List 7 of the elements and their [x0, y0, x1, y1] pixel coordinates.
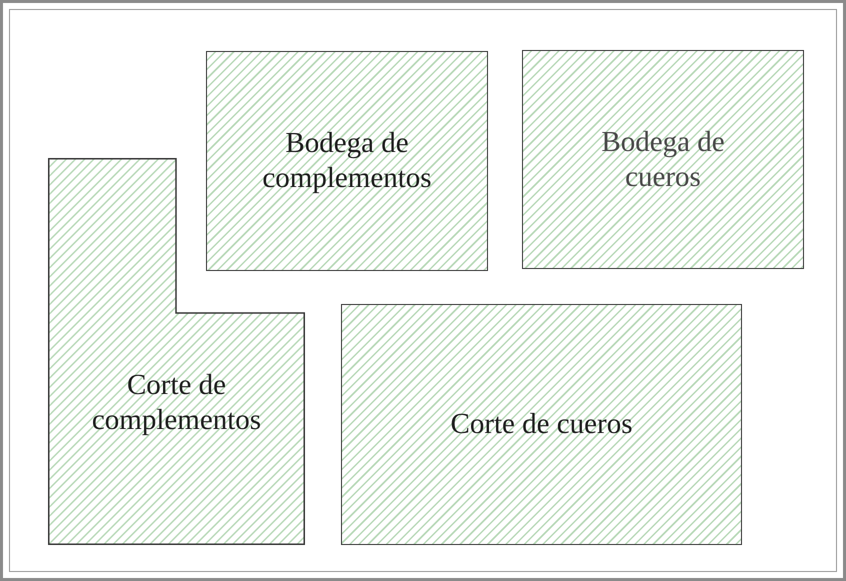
room	[206, 51, 488, 271]
room-label: Corte de complementos	[90, 368, 262, 438]
room	[341, 304, 742, 545]
room-label: Bodega de complementos	[261, 126, 433, 196]
room-label: Corte de cueros	[450, 407, 632, 442]
room-label: Bodega de cueros	[600, 124, 726, 194]
room	[522, 50, 804, 269]
